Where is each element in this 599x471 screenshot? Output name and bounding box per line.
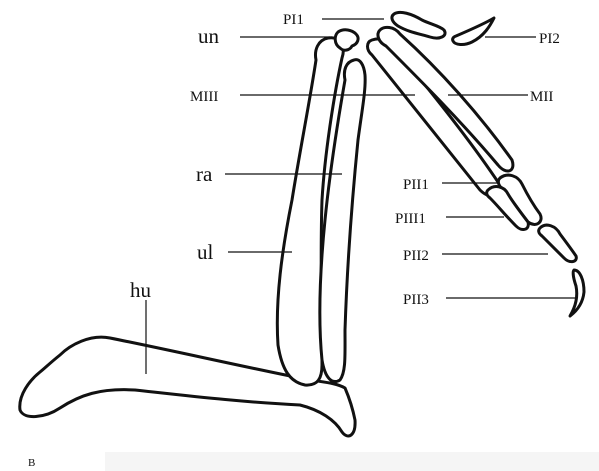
label-miii: MIII	[190, 89, 218, 105]
label-ul: ul	[197, 240, 214, 264]
label-pii1: PII1	[403, 177, 429, 193]
label-hu: hu	[130, 278, 152, 302]
label-pi2: PI2	[539, 31, 560, 47]
ulnare-bone	[335, 30, 358, 50]
label-ra: ra	[196, 162, 213, 186]
phalanx-ii3-bone	[570, 270, 584, 316]
label-mii: MII	[530, 89, 553, 105]
metacarpal-ii-bone	[378, 27, 513, 171]
panel-letter: B	[28, 457, 35, 469]
label-pi1: PI1	[283, 12, 304, 28]
footer-strip	[105, 452, 599, 471]
label-pii3: PII3	[403, 292, 429, 308]
phalanx-ii2-bone	[539, 225, 577, 262]
label-piii1: PIII1	[395, 211, 426, 227]
label-pii2: PII2	[403, 248, 429, 264]
label-un: un	[198, 24, 220, 48]
phalanx-i2-bone	[453, 18, 494, 45]
